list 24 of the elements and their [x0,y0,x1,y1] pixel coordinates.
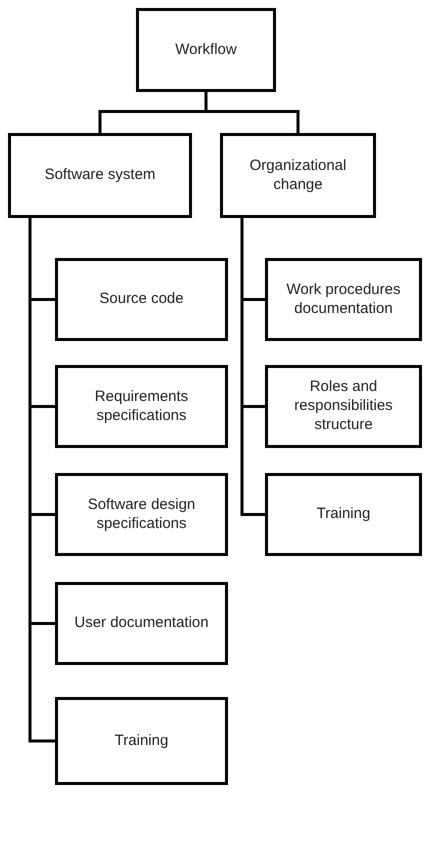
connector-line [240,218,265,516]
process-box [8,133,192,218]
connector-line [204,92,300,133]
box-label: Work procedures documentation [286,280,402,318]
process-box [55,365,228,448]
process-box [265,365,422,448]
process-box [136,8,276,92]
process-box [55,258,228,341]
box-label: Roles and responsibilities structure [293,378,394,435]
box-label: Training [114,732,168,750]
process-box [55,473,228,556]
process-box [55,697,228,785]
process-box [55,582,228,665]
box-label: Requirements specifications [94,388,190,426]
process-box [265,473,422,556]
box-label: Training [316,505,370,524]
box-label: Source code [99,290,184,309]
process-box [220,133,376,218]
box-label: Organizational change [248,156,348,194]
box-label: User documentation [74,614,209,633]
box-label: Software design specifications [86,496,196,534]
box-label: Software system [44,166,156,185]
process-box [265,258,422,341]
box-label: Workflow [175,40,237,60]
